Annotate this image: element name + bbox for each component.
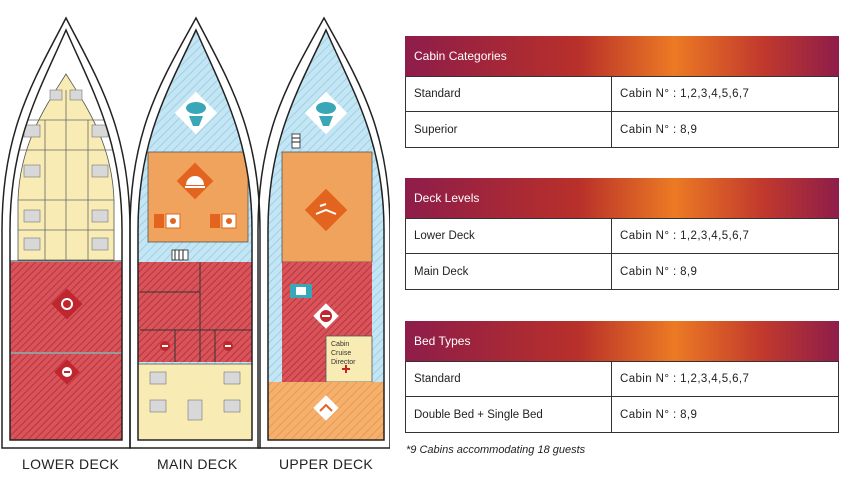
deck-plans: Cabin Cruise Director LOWER DECK MAIN DE… bbox=[0, 0, 391, 484]
row-value: Cabin N° : 1,2,3,4,5,6,7 bbox=[620, 88, 750, 100]
cabin-marker-right-icon bbox=[223, 341, 233, 351]
dive-mask-icon bbox=[174, 91, 218, 135]
row-value: Cabin N° : 1,2,3,4,5,6,7 bbox=[620, 230, 750, 242]
lower-deck-plan bbox=[1, 16, 131, 449]
row-value: Cabin N° : 8,9 bbox=[620, 265, 698, 278]
deck-levels-table: Deck Levels Lower Deck Cabin N° : 1,2,3,… bbox=[405, 178, 839, 290]
table-row: Double Bed + Single Bed Cabin N° : 8,9 bbox=[405, 397, 839, 433]
dining-icon bbox=[176, 162, 214, 200]
upper-deck-plan: Cabin Cruise Director bbox=[257, 16, 391, 449]
main-deck-plan bbox=[129, 16, 261, 449]
cabin-director-label-3: Director bbox=[331, 359, 356, 366]
cabin-categories-table: Cabin Categories Standard Cabin N° : 1,2… bbox=[405, 36, 839, 148]
lower-deck-label: LOWER DECK bbox=[22, 456, 120, 472]
table-row: Lower Deck Cabin N° : 1,2,3,4,5,6,7 bbox=[405, 218, 839, 254]
sundeck-lounger-icon bbox=[313, 395, 339, 421]
dive-mask-upper-icon bbox=[304, 91, 348, 135]
row-value: Cabin N° : 1,2,3,4,5,6,7 bbox=[620, 373, 750, 385]
restricted-area-icon bbox=[54, 359, 80, 385]
engine-room-icon bbox=[51, 288, 83, 320]
upper-deck-label: UPPER DECK bbox=[279, 456, 374, 472]
camera-station-right-icon bbox=[210, 213, 237, 229]
table-title: Deck Levels bbox=[405, 178, 839, 218]
table-row: Standard Cabin N° : 1,2,3,4,5,6,7 bbox=[405, 361, 839, 397]
cabin-director-label-1: Cabin bbox=[331, 341, 349, 348]
row-label: Superior bbox=[406, 112, 612, 147]
row-value: Cabin N° : 8,9 bbox=[620, 408, 698, 421]
cabin-director-label-2: Cruise bbox=[331, 350, 351, 357]
no-entry-icon bbox=[313, 303, 339, 329]
sun-lounger-icon bbox=[304, 188, 348, 232]
wheelhouse-icon bbox=[290, 284, 312, 298]
row-label: Double Bed + Single Bed bbox=[406, 397, 612, 432]
footnote: *9 Cabins accommodating 18 guests bbox=[406, 444, 586, 456]
deck-plans-svg: Cabin Cruise Director bbox=[1, 16, 391, 449]
row-label: Lower Deck bbox=[406, 219, 612, 253]
main-stairs-icon bbox=[171, 249, 189, 261]
row-value: Cabin N° : 8,9 bbox=[620, 123, 698, 136]
main-deck-label: MAIN DECK bbox=[157, 456, 238, 472]
table-title: Cabin Categories bbox=[405, 36, 839, 76]
table-row: Superior Cabin N° : 8,9 bbox=[405, 112, 839, 148]
row-label: Main Deck bbox=[406, 254, 612, 289]
table-row: Main Deck Cabin N° : 8,9 bbox=[405, 254, 839, 290]
cabin-marker-left-icon bbox=[160, 341, 170, 351]
row-label: Standard bbox=[406, 362, 612, 396]
bed-types-table: Bed Types Standard Cabin N° : 1,2,3,4,5,… bbox=[405, 321, 839, 433]
table-title: Bed Types bbox=[405, 321, 839, 361]
row-label: Standard bbox=[406, 77, 612, 111]
table-row: Standard Cabin N° : 1,2,3,4,5,6,7 bbox=[405, 76, 839, 112]
camera-station-left-icon bbox=[154, 213, 181, 229]
upper-stairs-icon bbox=[291, 133, 301, 149]
first-aid-icon bbox=[342, 365, 350, 373]
